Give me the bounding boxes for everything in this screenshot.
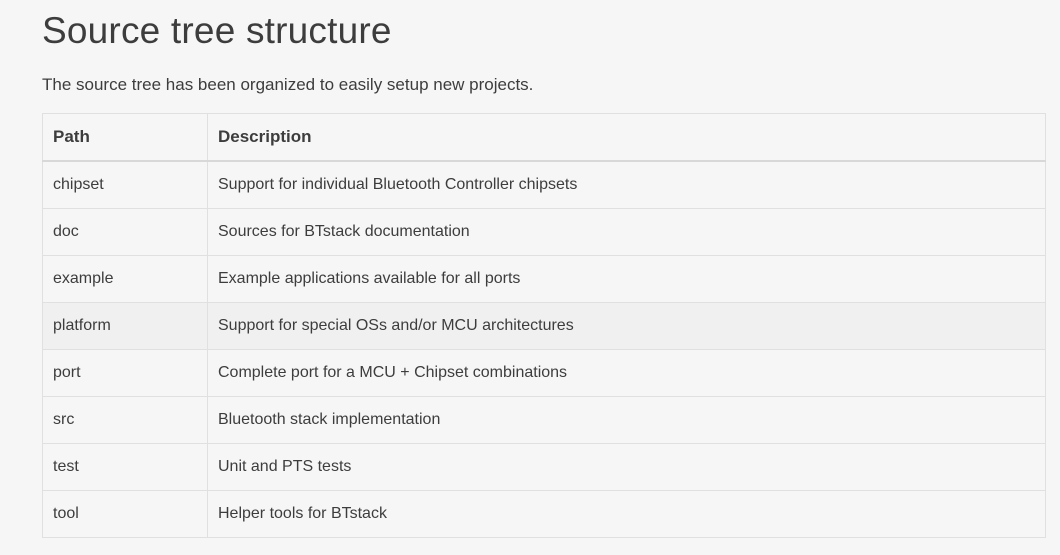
page-title: Source tree structure: [42, 10, 392, 51]
table-row: port Complete port for a MCU + Chipset c…: [42, 349, 1046, 397]
column-header-description: Description: [207, 113, 1046, 162]
path-cell: example: [42, 255, 208, 303]
table-body: chipset Support for individual Bluetooth…: [42, 160, 1046, 538]
table-row: tool Helper tools for BTstack: [42, 490, 1046, 538]
description-cell: Unit and PTS tests: [207, 443, 1046, 491]
path-cell: port: [42, 349, 208, 397]
description-cell: Complete port for a MCU + Chipset combin…: [207, 349, 1046, 397]
description-cell: Support for individual Bluetooth Control…: [207, 160, 1046, 209]
table-row: src Bluetooth stack implementation: [42, 396, 1046, 444]
table-row: example Example applications available f…: [42, 255, 1046, 303]
path-cell: chipset: [42, 160, 208, 209]
description-cell: Sources for BTstack documentation: [207, 208, 1046, 256]
path-cell: tool: [42, 490, 208, 538]
path-cell: platform: [42, 302, 208, 350]
header-row: Path Description: [42, 113, 1046, 162]
path-cell: test: [42, 443, 208, 491]
description-cell: Example applications available for all p…: [207, 255, 1046, 303]
path-cell: doc: [42, 208, 208, 256]
path-cell: src: [42, 396, 208, 444]
description-cell: Support for special OSs and/or MCU archi…: [207, 302, 1046, 350]
table-header: Path Description: [42, 113, 1046, 162]
intro-text: The source tree has been organized to ea…: [42, 75, 534, 94]
source-tree-table: Path Description chipset Support for ind…: [42, 113, 1046, 538]
table-row: chipset Support for individual Bluetooth…: [42, 160, 1046, 209]
table-row: doc Sources for BTstack documentation: [42, 208, 1046, 256]
column-header-path: Path: [42, 113, 208, 162]
description-cell: Bluetooth stack implementation: [207, 396, 1046, 444]
description-cell: Helper tools for BTstack: [207, 490, 1046, 538]
table-row: test Unit and PTS tests: [42, 443, 1046, 491]
table-row: platform Support for special OSs and/or …: [42, 302, 1046, 350]
